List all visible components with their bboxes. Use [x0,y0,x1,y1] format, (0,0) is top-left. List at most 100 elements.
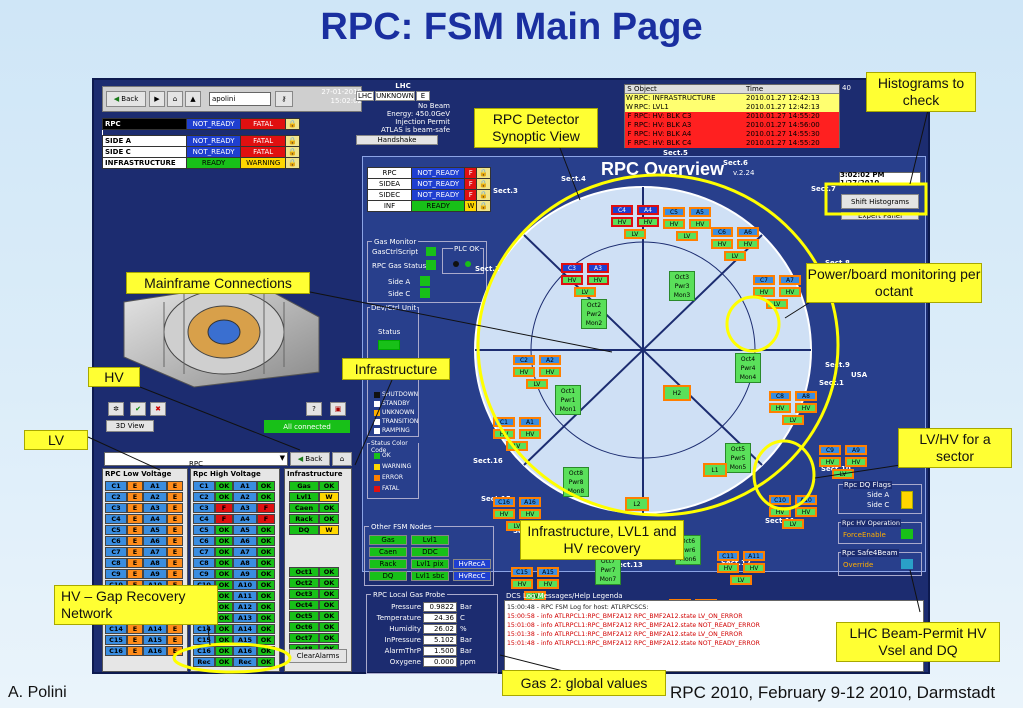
lv-a-cell[interactable]: A2 [143,492,167,502]
hv-c-cell[interactable]: C2 [193,492,215,502]
infra-node[interactable]: Gas [289,481,319,491]
handshake-button[interactable]: Handshake [356,135,438,145]
sector-hv-c[interactable]: HV [819,457,841,467]
octant-node[interactable]: Oct4 [289,600,319,610]
hv-a-cell[interactable]: A10 [233,580,257,590]
sector-a-chamber[interactable]: A2 [539,355,561,365]
octant-node[interactable]: Oct3 [289,589,319,599]
sector-c-chamber[interactable]: C8 [769,391,791,401]
lv-c-cell[interactable]: C16 [105,646,127,656]
hv-a-state[interactable]: OK [257,569,275,579]
sector-lv[interactable]: LV [724,251,746,261]
lhc-tab[interactable]: LHC [356,91,374,101]
octant-state[interactable]: OK [319,622,339,632]
sector-a-chamber[interactable]: A1 [519,417,541,427]
force-enable-indicator[interactable] [901,529,913,539]
lv-a-cell[interactable]: A3 [143,503,167,513]
sector-lv[interactable]: LV [676,231,698,241]
sector-c-chamber[interactable]: C2 [513,355,535,365]
hv-a-cell[interactable]: A13 [233,613,257,623]
l1-box[interactable]: L1 [703,463,727,477]
lv-c-state[interactable]: E [127,558,143,568]
hv-a-cell[interactable]: A14 [233,624,257,634]
lock-icon[interactable]: 🔒 [285,146,300,158]
hv-a-state[interactable]: OK [257,657,275,667]
hv-c-state[interactable]: OK [215,525,233,535]
octant-node[interactable]: Oct2 [289,578,319,588]
sector-c-chamber[interactable]: C4 [611,205,633,215]
lv-c-state[interactable]: E [127,481,143,491]
infra-state[interactable]: OK [319,481,339,491]
sector-c-chamber[interactable]: C3 [561,263,583,273]
lv-a-cell[interactable]: A6 [143,536,167,546]
infra-node[interactable]: DQ [289,525,319,535]
sector-lv[interactable]: LV [782,519,804,529]
hv-a-state[interactable]: OK [257,492,275,502]
lv-a-cell[interactable]: A7 [143,547,167,557]
sector-hv-c[interactable]: HV [663,219,685,229]
hv-c-state[interactable]: OK [215,536,233,546]
check-button[interactable]: ✔ [130,402,146,416]
sector-hv-a[interactable]: HV [779,287,801,297]
lv-c-state[interactable]: E [127,536,143,546]
hv-c-state[interactable]: OK [215,646,233,656]
octant-state[interactable]: OK [319,578,339,588]
lv-c-state[interactable]: E [127,514,143,524]
lv-a-state[interactable]: E [167,536,183,546]
lv-c-state[interactable]: E [127,569,143,579]
hv-a-state[interactable]: OK [257,613,275,623]
lv-a-cell[interactable]: A8 [143,558,167,568]
hv-a-state[interactable]: OK [257,591,275,601]
lv-a-cell[interactable]: A9 [143,569,167,579]
lv-a-state[interactable]: E [167,525,183,535]
hv-a-cell[interactable]: A12 [233,602,257,612]
lv-c-cell[interactable]: C1 [105,481,127,491]
hv-c-cell[interactable]: C6 [193,536,215,546]
sector-lv[interactable]: LV [730,575,752,585]
lv-c-state[interactable]: E [127,525,143,535]
sector-c-chamber[interactable]: C15 [511,567,533,577]
sector-hv-c[interactable]: HV [769,507,791,517]
sector-hv-a[interactable]: HV [795,507,817,517]
infra-state[interactable]: W [319,525,339,535]
fsm-node[interactable]: Lvl1 pix [411,559,449,569]
hv-a-state[interactable]: OK [257,525,275,535]
gear-button[interactable]: ✲ [108,402,124,416]
lv-a-cell[interactable]: A16 [143,646,167,656]
sector-a-chamber[interactable]: A9 [845,445,867,455]
octant-state[interactable]: OK [319,600,339,610]
hv-a-cell[interactable]: A1 [233,481,257,491]
infra-node[interactable]: Caen [289,503,319,513]
hv-c-state[interactable]: OK [215,492,233,502]
sector-a-chamber[interactable]: A11 [743,551,765,561]
infra-node[interactable]: Lvl1 [289,492,319,502]
hv-a-state[interactable]: F [257,514,275,524]
hv-a-cell[interactable]: A5 [233,525,257,535]
octant-node[interactable]: Oct7 [289,633,319,643]
sector-hv-c[interactable]: HV [493,509,515,519]
back-button[interactable]: ◀ Back [106,91,146,107]
lv-c-cell[interactable]: C14 [105,624,127,634]
octant-state[interactable]: OK [319,633,339,643]
lv-a-state[interactable]: E [167,481,183,491]
l2-box[interactable]: L2 [625,497,649,511]
octant-node[interactable]: Oct1 [289,567,319,577]
lv-c-cell[interactable]: C6 [105,536,127,546]
hv-a-cell[interactable]: A3 [233,503,257,513]
sector-lv[interactable]: LV [624,229,646,239]
hv-c-cell[interactable]: C1 [193,481,215,491]
lv-c-state[interactable]: E [127,646,143,656]
sector-hv-a[interactable]: HV [845,457,867,467]
lv-c-cell[interactable]: C3 [105,503,127,513]
fsm-node[interactable]: Gas [369,535,407,545]
lv-a-cell[interactable]: A15 [143,635,167,645]
lv-c-cell[interactable]: C7 [105,547,127,557]
fsm-node[interactable]: DQ [369,571,407,581]
hv-c-state[interactable]: OK [215,657,233,667]
